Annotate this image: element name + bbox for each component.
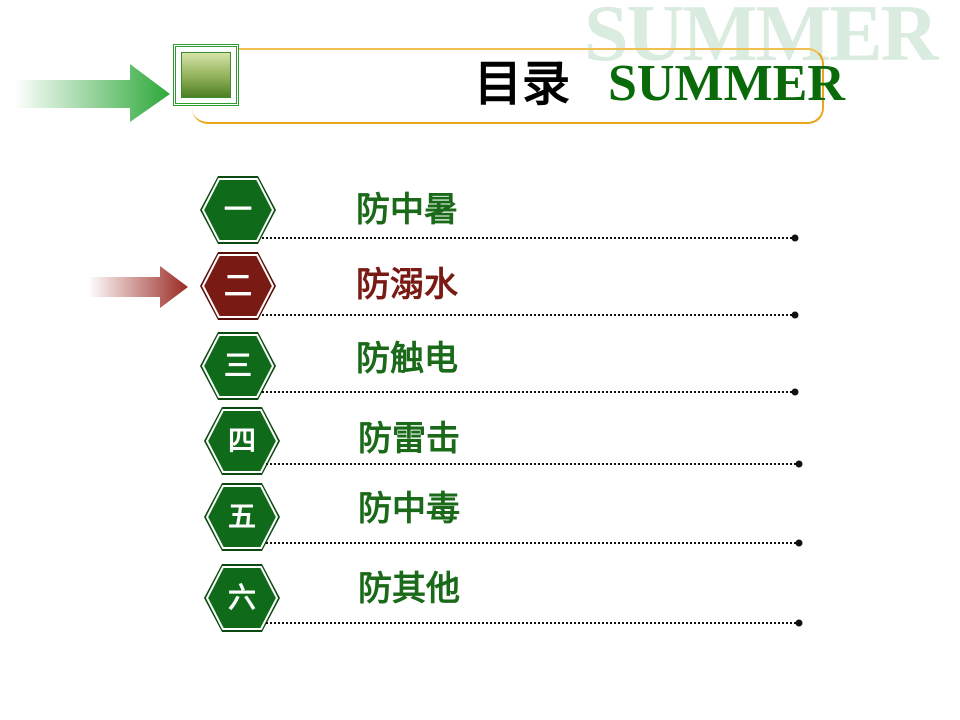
title-english: SUMMER <box>608 55 845 112</box>
toc-item-leader-line <box>266 460 803 468</box>
hexagon-icon <box>200 332 276 400</box>
toc-item-leader-line <box>266 619 803 627</box>
toc-item-leader-line <box>262 311 799 319</box>
hexagon-icon <box>204 483 280 551</box>
toc-item-number: 五 <box>227 500 256 533</box>
toc-item-label[interactable]: 防触电 <box>356 339 458 379</box>
title-chinese: 目录 <box>474 56 571 112</box>
toc-item-label[interactable]: 防其他 <box>358 569 460 609</box>
selection-arrow-icon <box>88 266 188 308</box>
toc-item-leader-line <box>262 388 799 396</box>
toc-item-label[interactable]: 防雷击 <box>358 419 460 459</box>
hexagon-icon <box>200 176 276 244</box>
hexagon-icon <box>204 564 280 632</box>
title-arrow-icon <box>14 64 170 122</box>
toc-item-leader-line <box>262 234 799 242</box>
watermark-text: SUMMER <box>584 0 938 78</box>
toc-item-label[interactable]: 防中暑 <box>356 190 458 230</box>
toc-item-label[interactable]: 防溺水 <box>356 265 458 305</box>
toc-item-leader-line <box>266 539 803 547</box>
toc-item-label[interactable]: 防中毒 <box>358 489 460 529</box>
title-bar-frame <box>192 48 824 124</box>
toc-item-number: 一 <box>223 193 252 226</box>
page-title: 目录 SUMMER <box>474 58 845 110</box>
toc-item-number: 四 <box>227 424 256 457</box>
hexagon-icon <box>200 252 276 320</box>
hexagon-icon <box>204 407 280 475</box>
toc-item-number: 六 <box>227 581 256 614</box>
title-square-icon <box>173 44 239 106</box>
toc-item-number: 三 <box>223 349 252 382</box>
toc-item-number: 二 <box>223 269 252 302</box>
